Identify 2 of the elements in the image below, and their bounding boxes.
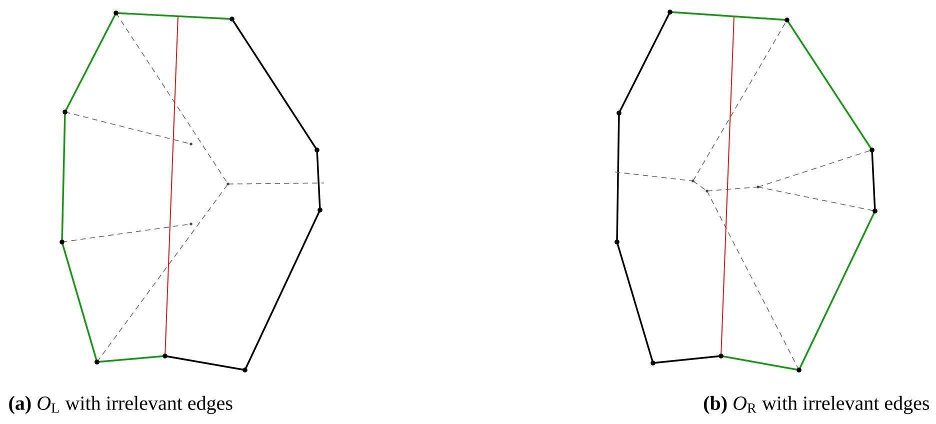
caption: (b) O$_{R}$ with irrelevant edges xyxy=(704,396,930,414)
caption: (a) O$_{L}$ with irrelevant edges xyxy=(9,396,232,414)
